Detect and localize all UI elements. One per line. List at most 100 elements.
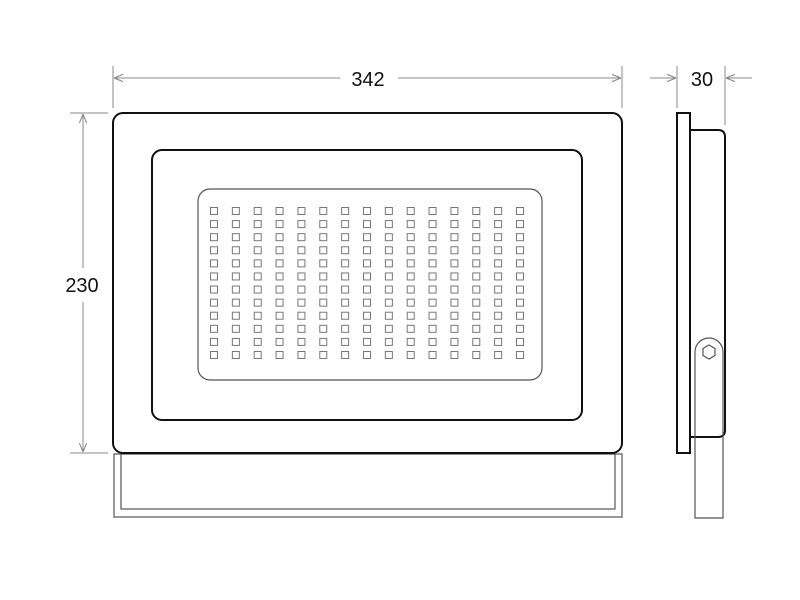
led-chip bbox=[297, 220, 306, 229]
led-chip bbox=[450, 246, 459, 255]
led-chip bbox=[275, 337, 284, 346]
led-chip bbox=[363, 311, 371, 320]
led-chip bbox=[319, 285, 328, 294]
led-chip bbox=[406, 285, 415, 294]
led-chip bbox=[231, 351, 240, 359]
led-chip bbox=[341, 233, 350, 242]
led-chip bbox=[297, 285, 306, 294]
led-chip bbox=[341, 324, 350, 333]
led-chip bbox=[231, 246, 240, 255]
led-chip bbox=[319, 259, 328, 268]
led-chip bbox=[384, 259, 393, 268]
led-chip bbox=[450, 311, 459, 320]
led-chip bbox=[428, 337, 437, 346]
led-chip bbox=[516, 272, 524, 281]
front-view bbox=[112, 112, 623, 518]
height-dimension: 230 bbox=[65, 112, 108, 454]
led-chip bbox=[516, 324, 524, 333]
hex-bolt-icon bbox=[702, 344, 716, 360]
led-chip bbox=[494, 351, 503, 359]
led-chip bbox=[210, 259, 218, 268]
led-chip bbox=[319, 324, 328, 333]
led-chip bbox=[406, 324, 415, 333]
led-chip bbox=[516, 220, 524, 229]
led-chip bbox=[297, 351, 306, 359]
led-chip bbox=[384, 220, 393, 229]
led-chip bbox=[472, 337, 481, 346]
led-chip bbox=[297, 246, 306, 255]
led-chip bbox=[253, 351, 262, 359]
led-chip bbox=[231, 285, 240, 294]
led-chip bbox=[341, 259, 350, 268]
led-chip bbox=[428, 220, 437, 229]
led-chip bbox=[494, 207, 503, 215]
led-chip bbox=[253, 324, 262, 333]
front-frame bbox=[151, 149, 583, 421]
led-chip bbox=[472, 311, 481, 320]
led-chip bbox=[472, 246, 481, 255]
led-chip bbox=[231, 272, 240, 281]
led-chip bbox=[319, 233, 328, 242]
led-chip bbox=[450, 272, 459, 281]
led-chip bbox=[341, 285, 350, 294]
led-chip bbox=[231, 233, 240, 242]
led-chip bbox=[253, 220, 262, 229]
led-chip bbox=[384, 246, 393, 255]
led-chip bbox=[516, 207, 524, 215]
led-chip bbox=[516, 259, 524, 268]
depth-label: 30 bbox=[691, 69, 713, 91]
housing-outline bbox=[112, 112, 623, 454]
led-chip bbox=[210, 220, 218, 229]
led-chip bbox=[428, 233, 437, 242]
led-chip bbox=[450, 207, 459, 215]
led-chip bbox=[450, 285, 459, 294]
led-chip bbox=[231, 337, 240, 346]
led-chip bbox=[494, 233, 503, 242]
led-chip bbox=[384, 337, 393, 346]
led-chip bbox=[297, 207, 306, 215]
led-chip bbox=[297, 259, 306, 268]
led-chip bbox=[210, 337, 218, 346]
led-chip bbox=[450, 337, 459, 346]
led-chip bbox=[210, 246, 218, 255]
led-chip bbox=[450, 324, 459, 333]
led-chip bbox=[494, 285, 503, 294]
led-chip bbox=[363, 324, 371, 333]
led-chip bbox=[428, 311, 437, 320]
led-chip bbox=[516, 351, 524, 359]
led-chip bbox=[210, 311, 218, 320]
led-chip bbox=[516, 311, 524, 320]
led-chip bbox=[253, 272, 262, 281]
led-chip bbox=[516, 233, 524, 242]
led-chip bbox=[472, 351, 481, 359]
led-chip bbox=[384, 351, 393, 359]
led-chip bbox=[253, 337, 262, 346]
led-chip bbox=[406, 220, 415, 229]
led-chip bbox=[472, 298, 481, 307]
led-chip bbox=[384, 272, 393, 281]
led-chip bbox=[516, 246, 524, 255]
mounting-bracket-inner bbox=[120, 453, 616, 510]
led-chip bbox=[341, 220, 350, 229]
led-chip bbox=[231, 220, 240, 229]
led-chip bbox=[384, 311, 393, 320]
led-chip bbox=[384, 285, 393, 294]
led-panel bbox=[197, 188, 543, 381]
height-label: 230 bbox=[65, 275, 98, 297]
led-chip bbox=[275, 220, 284, 229]
led-chip bbox=[406, 337, 415, 346]
led-chip bbox=[210, 207, 218, 215]
led-chip bbox=[231, 207, 240, 215]
led-chip bbox=[494, 337, 503, 346]
led-chip bbox=[319, 311, 328, 320]
led-chip bbox=[253, 259, 262, 268]
led-chip bbox=[384, 298, 393, 307]
led-chip bbox=[363, 220, 371, 229]
led-chip bbox=[253, 207, 262, 215]
side-view bbox=[676, 112, 726, 519]
led-chip bbox=[297, 311, 306, 320]
led-chip bbox=[406, 246, 415, 255]
led-chip bbox=[275, 311, 284, 320]
led-chip bbox=[275, 246, 284, 255]
led-chip bbox=[406, 272, 415, 281]
